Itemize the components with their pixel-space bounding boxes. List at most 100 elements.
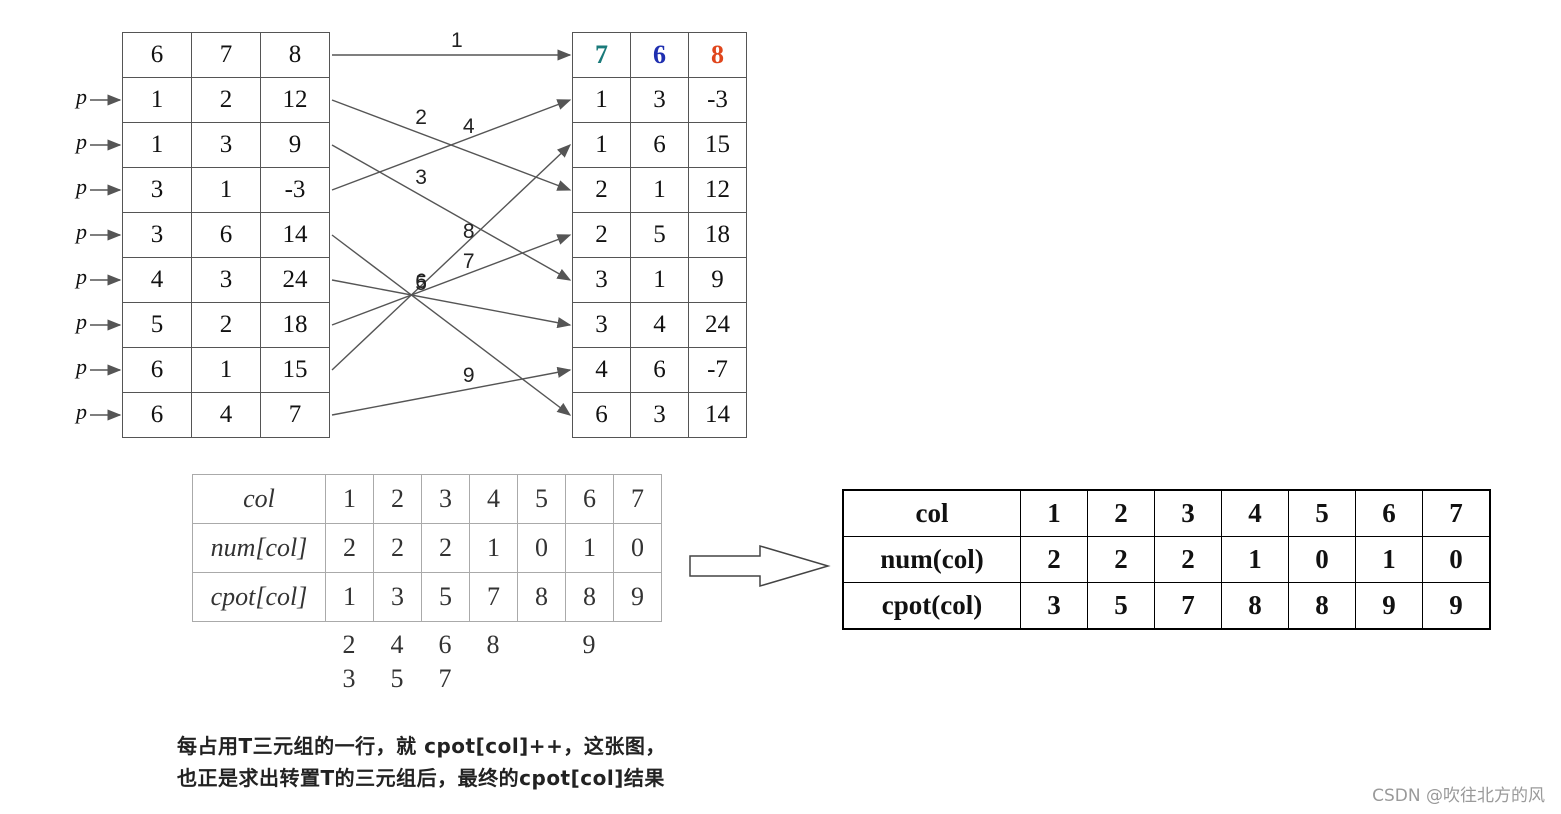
value-cell: 8 [565, 572, 614, 622]
source-cell: 5 [122, 302, 192, 348]
value-cell: 9 [613, 572, 662, 622]
value-cell: 1 [1020, 489, 1088, 537]
transposed-cell: 3 [572, 302, 631, 348]
source-cell: 1 [122, 77, 192, 123]
transposed-cell: 1 [630, 167, 689, 213]
arrow-label: 8 [462, 220, 475, 244]
mapping-arrow [331, 279, 572, 329]
source-cell: 2 [191, 302, 261, 348]
row-header: cpot(col) [842, 582, 1021, 629]
source-cell: 6 [122, 347, 192, 393]
pointer-label: p [76, 84, 87, 109]
transposed-cell: 24 [688, 302, 747, 348]
source-cell: 12 [260, 77, 330, 123]
value-cell: 8 [1221, 582, 1289, 629]
cpot-increment-value: 5 [390, 664, 404, 693]
arrow-label: 7 [462, 249, 475, 273]
row-header: num(col) [842, 536, 1021, 583]
transposed-cell: 6 [572, 392, 631, 438]
cpot-increment-value: 8 [486, 630, 500, 659]
value-cell: 0 [1288, 536, 1356, 583]
caption-line-2: 也正是求出转置T的三元组后，最终的cpot[col]结果 [177, 766, 665, 790]
pointer-label: p [76, 354, 87, 379]
transposed-cell: 6 [630, 122, 689, 168]
value-cell: 1 [325, 474, 374, 524]
value-cell: 0 [517, 523, 566, 573]
source-cell: 1 [191, 167, 261, 213]
transposed-header-cell: 8 [688, 32, 747, 78]
value-cell: 5 [421, 572, 470, 622]
value-cell: 6 [565, 474, 614, 524]
value-cell: 7 [613, 474, 662, 524]
mapping-arrow [331, 234, 572, 416]
value-cell: 3 [373, 572, 422, 622]
pointer-label: p [76, 129, 87, 154]
cpot-increment-value: 9 [582, 630, 596, 659]
pointer-label: p [76, 264, 87, 289]
row-header: col [842, 489, 1021, 537]
value-cell: 2 [1087, 489, 1155, 537]
value-cell: 3 [421, 474, 470, 524]
transposed-cell: 15 [688, 122, 747, 168]
transposed-cell: 9 [688, 257, 747, 303]
arrow-label: 3 [415, 166, 427, 190]
value-cell: 1 [1355, 536, 1423, 583]
source-cell: 9 [260, 122, 330, 168]
cpot-increment-value: 7 [438, 664, 452, 693]
value-cell: 8 [1288, 582, 1356, 629]
pointer-label: p [76, 399, 87, 424]
value-cell: 7 [1154, 582, 1222, 629]
value-cell: 3 [1020, 582, 1088, 629]
value-cell: 1 [469, 523, 518, 573]
hollow-arrow-icon [689, 544, 831, 588]
value-cell: 9 [1355, 582, 1423, 629]
source-cell: 3 [191, 257, 261, 303]
value-cell: 2 [373, 474, 422, 524]
source-cell: 18 [260, 302, 330, 348]
value-cell: 2 [421, 523, 470, 573]
source-cell: 6 [191, 212, 261, 258]
arrow-label: 1 [451, 29, 463, 52]
caption-line-1: 每占用T三元组的一行，就 cpot[col]++，这张图， [177, 734, 666, 758]
mapping-arrow [331, 366, 572, 416]
mapping-arrow [331, 234, 572, 326]
value-cell: 8 [517, 572, 566, 622]
cpot-increment-value: 2 [342, 630, 356, 659]
value-cell: 6 [1355, 489, 1423, 537]
value-cell: 3 [1154, 489, 1222, 537]
value-cell: 7 [469, 572, 518, 622]
source-cell: 6 [122, 32, 192, 78]
value-cell: 7 [1422, 489, 1491, 537]
mapping-arrow [331, 144, 572, 371]
watermark: CSDN @吹往北方的风 [1372, 786, 1545, 806]
row-header: cpot[col] [192, 572, 326, 622]
arrow-label: 4 [462, 114, 475, 138]
transposed-cell: 14 [688, 392, 747, 438]
value-cell: 4 [1221, 489, 1289, 537]
cpot-increment-value: 3 [342, 664, 356, 693]
source-cell: 7 [260, 392, 330, 438]
value-cell: 2 [1020, 536, 1088, 583]
transposed-cell: 12 [688, 167, 747, 213]
pointer-label: p [76, 174, 87, 199]
cpot-increment-value: 6 [438, 630, 452, 659]
source-cell: 7 [191, 32, 261, 78]
